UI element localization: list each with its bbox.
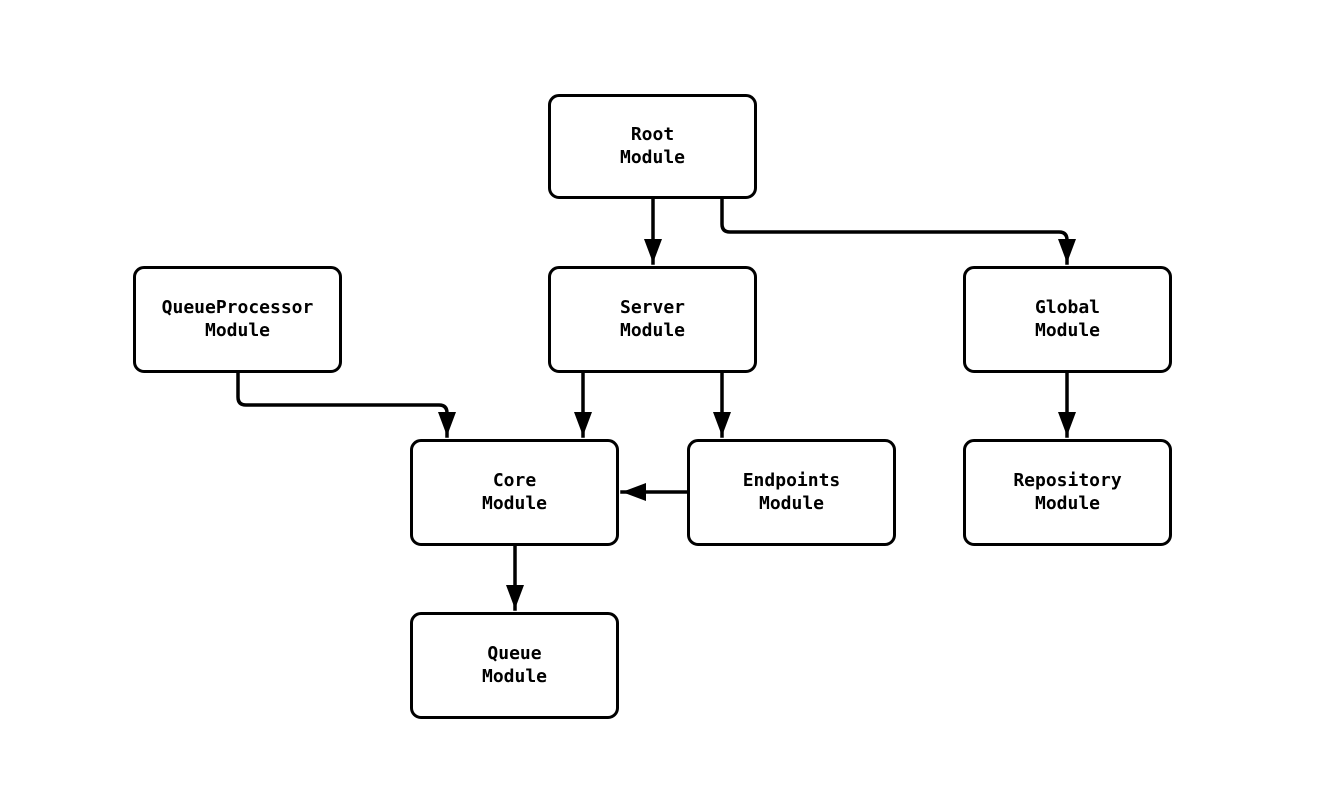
node-label-line: Module [619,319,686,341]
node-label-line: Module [1034,492,1101,514]
node-label-line: Module [204,319,271,341]
node-label-line: Root [630,124,675,145]
node-label-line: Repository [1013,470,1122,491]
node-label-line: Module [758,492,825,514]
node-label-line: Module [1034,319,1101,341]
node-label-line: Server [619,297,686,318]
node-label-line: QueueProcessor [161,297,314,318]
node-label-line: Module [481,665,548,687]
node-label-line: Endpoints [742,470,841,491]
edge-root-to-global [720,197,1076,265]
node-label-line: Core [492,470,537,491]
node-label-line: Global [1034,297,1101,318]
edge-queueprocessor-to-core [236,372,456,438]
node-label-line: Module [619,146,686,168]
node-label-line: Queue [487,643,542,664]
node-label-line: Module [481,492,548,514]
